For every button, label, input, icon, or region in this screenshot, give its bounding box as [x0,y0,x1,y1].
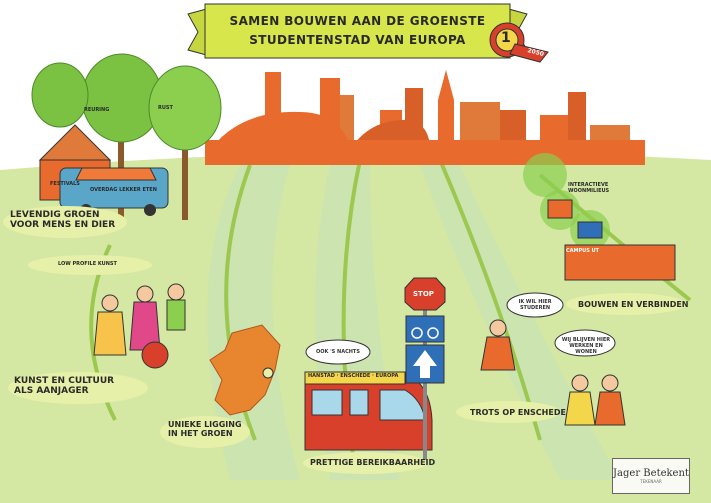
badge-number: 1 [501,30,511,46]
people-right [480,319,626,426]
netherlands-map [209,324,281,416]
label-blob [566,293,686,315]
label-trots-op-enschede: TROTS OP ENSCHEDE [470,408,566,417]
road-signs [404,277,446,460]
speech-bubble [554,329,616,357]
title-line-1: SAMEN BOUWEN AAN DE GROENSTE [229,14,486,28]
title-line-2: STUDENTENSTAD VAN EUROPA [249,33,466,47]
bubble-ook-s-nachts: OOK 'S NACHTS [316,349,360,355]
train-destination-sign: HANSTAD · ENSCHEDE · EUROPA [308,373,399,379]
label-blob [303,452,427,474]
label-interactieve-woonmilieus: INTERACTIEVE WOONMILIEUS [568,182,610,194]
signature-sub: TEKENAAR [640,479,662,484]
title-banner: SAMEN BOUWEN AAN DE GROENSTE STUDENTENST… [205,6,510,56]
label-campus-ut: CAMPUS UT [566,248,600,254]
label-blob [3,206,127,238]
bubble-studeren: IK WIL HIER STUDEREN [518,299,552,311]
label-blob [8,372,148,404]
label-levendig-groen: LEVENDIG GROEN VOOR MENS EN DIER [10,210,116,231]
musicians-group [93,283,186,369]
speech-bubble [506,292,564,318]
label-low-profile-kunst: LOW PROFILE KUNST [58,261,117,267]
trees-left [31,53,222,225]
label-kunst-cultuur: KUNST EN CULTUUR ALS AANJAGER [14,376,115,397]
train [304,371,433,451]
label-blob [160,416,250,448]
enschede-marker [262,367,274,379]
label-reuring: REURING [84,107,110,113]
label-blob [456,401,560,423]
city-skyline [205,70,645,165]
speech-bubble [305,339,371,365]
label-festivals: FESTIVALS [50,181,80,187]
artist-signature: Jager Betekent TEKENAAR [612,458,690,494]
stop-sign-text: STOP [413,290,434,298]
label-unieke-ligging: UNIEKE LIGGING IN HET GROEN [168,420,242,439]
year-badge [489,22,549,63]
bubble-wonen: WIJ BLIJVEN HIER WERKEN EN WONEN [561,337,611,355]
label-bouwen-en-verbinden: BOUWEN EN VERBINDEN [578,300,689,309]
development-circles [523,153,676,281]
signature-name: Jager Betekent [613,468,689,479]
label-bereikbaarheid: PRETTIGE BEREIKBAARHEID [310,458,436,467]
label-foodtruck: OVERDAG LEKKER ETEN [90,187,157,193]
label-blob [28,255,152,275]
label-rust: RUST [158,105,173,111]
